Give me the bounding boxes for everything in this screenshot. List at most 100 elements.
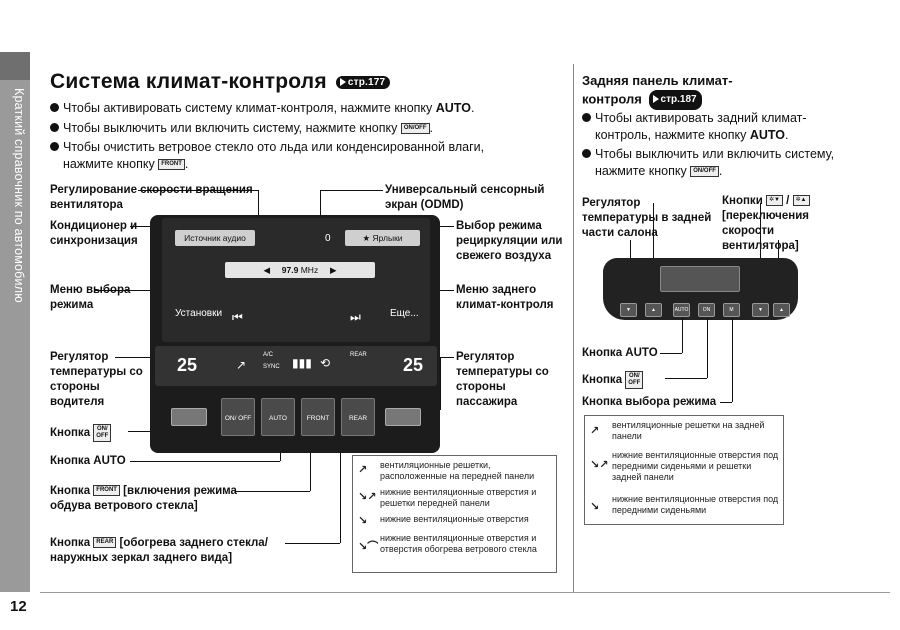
rear-bullet-onoff: Чтобы выключить или включить систему, на… [582,146,834,180]
leader-line [720,402,732,403]
label-passenger-temp: Регулятор температуры со стороны пассажи… [456,351,549,408]
rear-defrost-hard-button[interactable]: REAR [341,398,375,436]
rear-fan-down-button[interactable]: ▼ [752,303,769,317]
fan-level-icon[interactable]: ▮▮▮ [292,356,312,370]
arrow-icon [339,78,346,87]
bullet-dot-icon [582,149,591,158]
audio-source-button[interactable]: Источник аудио [175,230,255,246]
front-defrost-icon: FRONT [93,485,120,497]
leader-line [653,203,654,303]
label-fan-speed: Регулирование скорости вращения вентилят… [50,184,253,211]
vent-legend-rear [584,415,784,525]
floor-vent-icon: ↘ [358,515,368,527]
label-rear-onoff-text: Кнопка [582,374,623,387]
legend-item: вентиляционные решетки на задней панели [612,420,765,441]
page-ref-text: стр.177 [347,76,386,88]
floor-defrost-vent-icon: ↘⌒ [358,541,379,553]
label-driver-temp: Регулятор температуры со стороны водител… [50,351,143,408]
fan-onoff-icon: ON/OFF [690,166,719,178]
front-defrost-hard-button[interactable]: FRONT [301,398,335,436]
bullet-text: Чтобы выключить или включить систему, на… [63,121,401,135]
bullet-text-line2: контроль, нажмите кнопку [595,128,750,142]
vent-mode-icon[interactable]: ↗ [236,358,247,372]
bullet-text: Чтобы выключить или включить систему, [595,147,835,161]
leader-line [665,378,707,379]
passenger-temp-knob[interactable] [385,408,421,426]
rear-mode-button[interactable]: M [723,303,740,317]
driver-temp-value[interactable]: 25 [177,355,198,375]
rear-panel-heading: Задняя панель климат- контроля стр.187 [582,72,733,110]
more-button[interactable]: Еще... [390,308,419,319]
label-rear-desc: [обогрева заднего стекла/ наружных зерка… [50,537,268,564]
onoff-hard-button[interactable]: ON/ OFF [221,398,255,436]
rear-temp-down-button[interactable]: ▼ [620,303,637,317]
bullet-tail: . [785,128,789,142]
arrow-icon [652,95,659,104]
label-front-desc: [включения режима обдува ветрового стекл… [50,485,237,512]
rear-onoff-button[interactable]: ON [698,303,715,317]
volume-value: 0 [325,233,331,244]
label-auto-button: Кнопка AUTO [50,455,126,467]
bullet-dot-icon [50,103,59,112]
bullet-text-line2: нажмите кнопку [63,157,159,171]
rear-auto-button[interactable]: AUTO [673,303,690,317]
rear-panel-vent-icon: ↗ [590,425,600,437]
rear-floor-panel-vent-icon: ↘↗ [590,459,609,471]
leader-line [310,436,311,491]
fan-up-icon: ✲▲ [792,195,810,207]
label-ac-sync: Кондиционер и синхронизация [50,220,138,247]
page-ref-link[interactable]: стр.177 [335,75,391,89]
driver-temp-knob[interactable] [171,408,207,426]
rear-display [660,266,740,292]
bullet-text: Чтобы активировать задний климат- [595,111,807,125]
rear-heading-line1: Задняя панель климат- [582,73,733,88]
legend-item: нижние вентиляционные отверстия под пере… [612,494,779,515]
side-tab-label: Краткий справочник по автомобилю [12,88,26,303]
rear-climate-indicator[interactable]: REAR [350,352,367,358]
leader-line [285,543,340,544]
auto-hard-button[interactable]: AUTO [261,398,295,436]
settings-button[interactable]: Установки [175,308,223,319]
dash-vent-icon: ↗ [358,464,368,476]
label-rear-auto: Кнопка AUTO [582,347,658,359]
leader-line [440,357,441,410]
leader-line [732,318,733,402]
rear-page-ref-link[interactable]: стр.187 [648,90,702,110]
fan-onoff-icon: ON/OFF [400,123,430,135]
bullet-auto: Чтобы активировать систему климат-контро… [50,100,474,117]
label-fan-buttons-text: Кнопки [722,195,763,207]
leader-line [320,190,383,191]
rear-page-ref-text: стр.187 [660,94,697,105]
leader-line [340,436,341,543]
rear-heading-line2: контроля [582,91,642,107]
leader-line [660,353,682,354]
leader-line [440,357,454,358]
passenger-temp-value[interactable]: 25 [403,355,424,375]
label-odmd: Универсальный сенсорный экран (ODMD) [385,184,545,211]
rear-fan-up-button[interactable]: ▲ [773,303,790,317]
skip-forward-icon[interactable]: ⏭ [350,310,361,324]
bullet-tail: . [429,121,433,135]
column-divider [573,64,574,592]
radio-tuner-bar[interactable]: ◀ 97.9 MHz ▶ [225,262,375,278]
label-fan-buttons-desc: [переключения скорости вентилятора] [722,210,809,252]
bullet-text: Чтобы очистить ветровое стекло ото льда … [63,140,485,154]
rear-temp-up-button[interactable]: ▲ [645,303,662,317]
label-fan-buttons: Кнопки ✲▼ / ✲▲ [переключения скорости ве… [722,194,852,254]
label-rear-onoff: Кнопка ON/OFF [582,371,644,389]
vent-legend-front [352,455,557,573]
label-front-text: Кнопка [50,485,91,497]
sync-indicator[interactable]: SYNC [263,364,280,370]
recirculation-icon[interactable]: ⟲ [320,356,331,370]
bullet-defrost: Чтобы очистить ветровое стекло ото льда … [50,139,484,173]
ac-indicator[interactable]: A/C [263,352,274,358]
shortcuts-button[interactable]: ★ Ярлыки [345,230,420,246]
legend-item: нижние вентиляционные отверстия под пере… [612,450,779,482]
skip-back-icon[interactable]: ⏮ [232,310,243,324]
bullet-dot-icon [50,123,59,132]
page-title: Система климат-контроля стр.177 [50,70,391,94]
legend-item: нижние вентиляционные отверстия [380,514,529,524]
leader-line [320,190,321,218]
bullet-text-line2: нажмите кнопку [595,164,691,178]
label-rear-mode: Кнопка выбора режима [582,396,717,408]
